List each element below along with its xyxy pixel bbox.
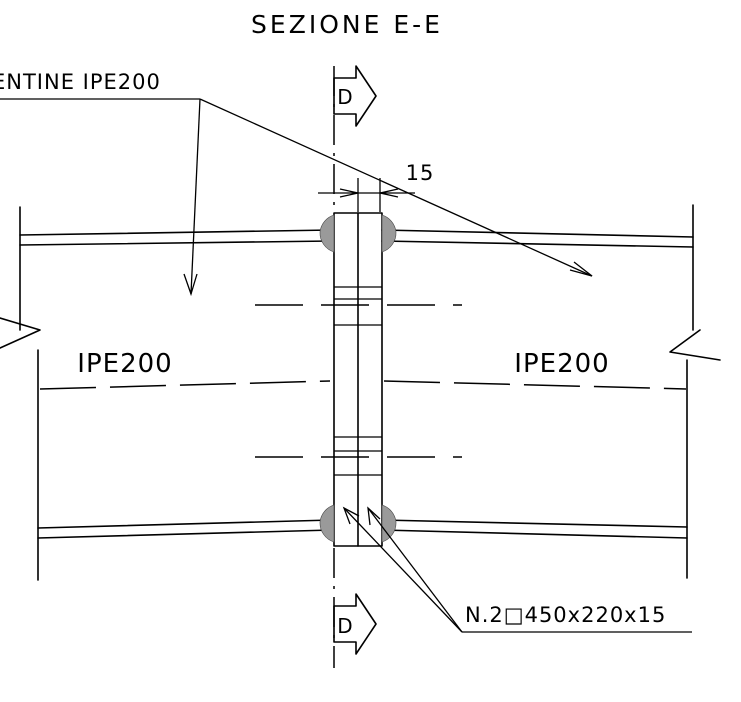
- left-beam: [0, 206, 333, 581]
- beam-right-label: IPE200: [514, 349, 609, 379]
- section-marker-top: D: [333, 65, 377, 127]
- section-marker-top-letter: D: [337, 85, 352, 109]
- section-marker-bottom-letter: D: [337, 614, 352, 638]
- connection-plates: [333, 212, 383, 547]
- leader-right: [199, 98, 593, 277]
- right-beam: [381, 204, 721, 579]
- beam-left-label: IPE200: [77, 349, 172, 379]
- dimension-value: 15: [406, 161, 435, 185]
- leader-left-arrowhead: [183, 273, 198, 297]
- plate-callout-label: N.2□450x220x15: [465, 603, 666, 627]
- section-marker-bottom: D: [333, 593, 377, 655]
- section-title: SEZIONE E-E: [251, 10, 443, 39]
- leader-left: [190, 98, 201, 295]
- callout-top-label: ENTINE IPE200: [0, 70, 161, 94]
- leader-right-arrowhead: [569, 261, 593, 277]
- dimension-15: 15: [318, 161, 435, 212]
- welds: [319, 214, 397, 543]
- plate-callout: N.2□450x220x15: [342, 506, 692, 633]
